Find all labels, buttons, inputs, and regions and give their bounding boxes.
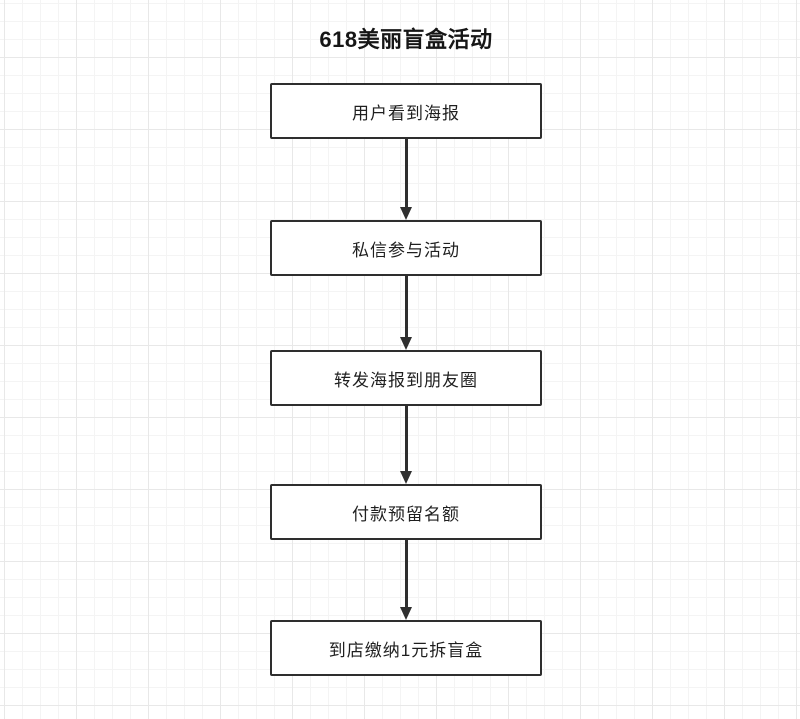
node-label: 付款预留名额	[352, 504, 460, 524]
flow-node-pay-reserve-spot[interactable]: 付款预留名额	[270, 484, 542, 540]
node-label: 转发海报到朋友圈	[334, 370, 478, 390]
node-label: 用户看到海报	[352, 103, 460, 123]
arrowhead-down-icon	[400, 471, 412, 484]
arrow-line	[404, 540, 408, 609]
connector-arrow-3[interactable]	[400, 406, 413, 484]
arrowhead-down-icon	[400, 207, 412, 220]
arrowhead-down-icon	[400, 607, 412, 620]
flow-node-dm-join-activity[interactable]: 私信参与活动	[270, 220, 542, 276]
arrow-line	[404, 139, 408, 209]
flow-node-share-poster-moments[interactable]: 转发海报到朋友圈	[270, 350, 542, 406]
diagram-title: 618美丽盲盒活动	[319, 27, 493, 52]
flow-node-pay-1yuan-open-box[interactable]: 到店缴纳1元拆盲盒	[270, 620, 542, 676]
connector-arrow-1[interactable]	[400, 139, 413, 220]
node-label: 到店缴纳1元拆盲盒	[328, 640, 484, 660]
arrow-line	[404, 276, 408, 339]
connector-arrow-4[interactable]	[400, 540, 413, 620]
flow-node-see-poster[interactable]: 用户看到海报	[270, 83, 542, 139]
node-label: 私信参与活动	[352, 240, 460, 260]
arrow-line	[404, 406, 408, 473]
connector-arrow-2[interactable]	[400, 276, 413, 350]
arrowhead-down-icon	[400, 337, 412, 350]
